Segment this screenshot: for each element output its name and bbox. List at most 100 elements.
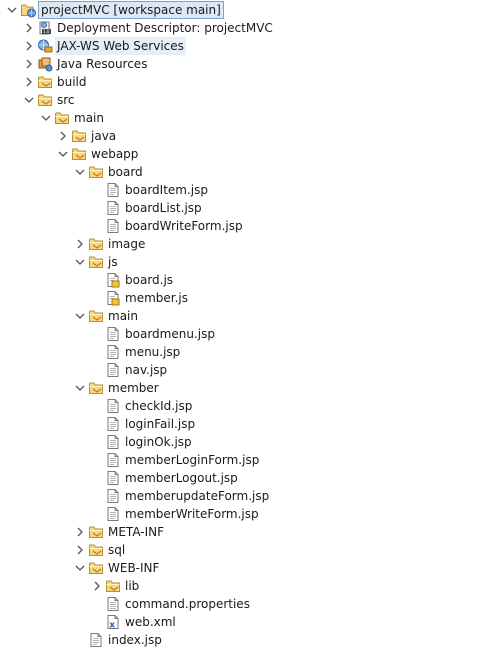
folder-icon [105, 578, 121, 594]
chevron-right-icon[interactable] [21, 56, 37, 72]
jsp-file-icon [105, 200, 121, 216]
chevron-down-icon[interactable] [72, 308, 88, 324]
tree-item-java[interactable]: java [0, 127, 488, 145]
tree-item-label: WEB-INF [108, 561, 160, 575]
chevron-right-icon[interactable] [55, 128, 71, 144]
tree-item-label: memberLoginForm.jsp [125, 453, 260, 467]
xml-file-icon: x [105, 614, 121, 630]
tree-item-projectmvc-workspace-main[interactable]: projectMVC [workspace main] [0, 1, 488, 19]
tree-item-web-inf[interactable]: WEB-INF [0, 559, 488, 577]
chevron-right-icon[interactable] [89, 578, 105, 594]
tree-item-boardlist-jsp[interactable]: boardList.jsp [0, 199, 488, 217]
folder-icon [88, 524, 104, 540]
chevron-down-icon[interactable] [72, 380, 88, 396]
tree-item-memberlogout-jsp[interactable]: memberLogout.jsp [0, 469, 488, 487]
jsp-file-icon [105, 326, 121, 342]
tree-item-menu-jsp[interactable]: menu.jsp [0, 343, 488, 361]
chevron-down-icon[interactable] [21, 92, 37, 108]
folder-icon [88, 164, 104, 180]
tree-item-label: projectMVC [workspace main] [38, 1, 224, 19]
tree-item-webapp[interactable]: webapp [0, 145, 488, 163]
chevron-down-icon[interactable] [72, 254, 88, 270]
tree-item-memberwriteform-jsp[interactable]: memberWriteForm.jsp [0, 505, 488, 523]
tree-item-deployment-descriptor-projectmvc[interactable]: 1.0 Deployment Descriptor: projectMVC [0, 19, 488, 37]
tree-item-meta-inf[interactable]: META-INF [0, 523, 488, 541]
tree-item-boarditem-jsp[interactable]: boardItem.jsp [0, 181, 488, 199]
jsp-file-icon [105, 362, 121, 378]
tree-item-member-js[interactable]: member.js [0, 289, 488, 307]
js-file-icon [105, 290, 121, 306]
folder-icon [54, 110, 70, 126]
jsp-file-icon [105, 506, 121, 522]
chevron-down-icon[interactable] [55, 146, 71, 162]
tree-item-lib[interactable]: lib [0, 577, 488, 595]
tree-item-label: menu.jsp [125, 345, 181, 359]
tree-item-web-xml[interactable]: x web.xml [0, 613, 488, 631]
tree-item-board[interactable]: board [0, 163, 488, 181]
chevron-right-icon[interactable] [72, 524, 88, 540]
tree-item-memberupdateform-jsp[interactable]: memberupdateForm.jsp [0, 487, 488, 505]
jsp-file-icon [105, 488, 121, 504]
tree-item-label: index.jsp [108, 633, 162, 647]
folder-icon [71, 146, 87, 162]
tree-item-loginfail-jsp[interactable]: loginFail.jsp [0, 415, 488, 433]
folder-icon [88, 254, 104, 270]
tree-item-nav-jsp[interactable]: nav.jsp [0, 361, 488, 379]
tree-item-label: js [108, 255, 118, 269]
jsp-file-icon [105, 218, 121, 234]
chevron-right-icon[interactable] [21, 74, 37, 90]
tree-item-label: lib [125, 579, 140, 593]
folder-icon [88, 560, 104, 576]
chevron-right-icon[interactable] [72, 236, 88, 252]
tree-item-main[interactable]: main [0, 109, 488, 127]
project-icon [20, 2, 36, 18]
folder-icon [88, 380, 104, 396]
svg-text:1.0: 1.0 [43, 29, 50, 34]
tree-item-main[interactable]: main [0, 307, 488, 325]
chevron-down-icon[interactable] [72, 560, 88, 576]
chevron-down-icon[interactable] [38, 110, 54, 126]
tree-item-boardmenu-jsp[interactable]: boardmenu.jsp [0, 325, 488, 343]
tree-item-image[interactable]: image [0, 235, 488, 253]
tree-item-label: java [91, 129, 117, 143]
properties-file-icon [105, 596, 121, 612]
jsp-file-icon [105, 416, 121, 432]
jsp-file-icon [105, 182, 121, 198]
chevron-down-icon[interactable] [72, 164, 88, 180]
tree-item-label: webapp [91, 147, 139, 161]
folder-icon [88, 236, 104, 252]
tree-item-label: memberLogout.jsp [125, 471, 238, 485]
tree-item-board-js[interactable]: board.js [0, 271, 488, 289]
jsp-file-icon [105, 398, 121, 414]
tree-item-memberloginform-jsp[interactable]: memberLoginForm.jsp [0, 451, 488, 469]
chevron-down-icon[interactable] [4, 2, 20, 18]
tree-item-command-properties[interactable]: command.properties [0, 595, 488, 613]
tree-item-label: image [108, 237, 146, 251]
folder-icon [88, 308, 104, 324]
folder-icon [37, 74, 53, 90]
tree-item-js[interactable]: js [0, 253, 488, 271]
tree-item-label: main [74, 111, 104, 125]
tree-item-jax-ws-web-services[interactable]: JAX-WS Web Services [0, 37, 488, 55]
tree-item-label: memberupdateForm.jsp [125, 489, 270, 503]
tree-item-loginok-jsp[interactable]: loginOk.jsp [0, 433, 488, 451]
tree-item-checkid-jsp[interactable]: checkId.jsp [0, 397, 488, 415]
chevron-right-icon[interactable] [72, 542, 88, 558]
tree-item-build[interactable]: build [0, 73, 488, 91]
tree-item-sql[interactable]: sql [0, 541, 488, 559]
svg-text:x: x [109, 621, 115, 631]
tree-item-java-resources[interactable]: Java Resources [0, 55, 488, 73]
tree-item-label: board [108, 165, 143, 179]
tree-item-label: boardmenu.jsp [125, 327, 215, 341]
tree-item-src[interactable]: src [0, 91, 488, 109]
tree-item-label: Java Resources [57, 57, 148, 71]
tree-item-boardwriteform-jsp[interactable]: boardWriteForm.jsp [0, 217, 488, 235]
tree-item-member[interactable]: member [0, 379, 488, 397]
chevron-right-icon[interactable] [21, 38, 37, 54]
tree-item-label: boardWriteForm.jsp [125, 219, 243, 233]
tree-item-label: JAX-WS Web Services [55, 37, 186, 55]
tree-item-label: Deployment Descriptor: projectMVC [57, 21, 273, 35]
tree-item-index-jsp[interactable]: index.jsp [0, 631, 488, 649]
chevron-right-icon[interactable] [21, 20, 37, 36]
